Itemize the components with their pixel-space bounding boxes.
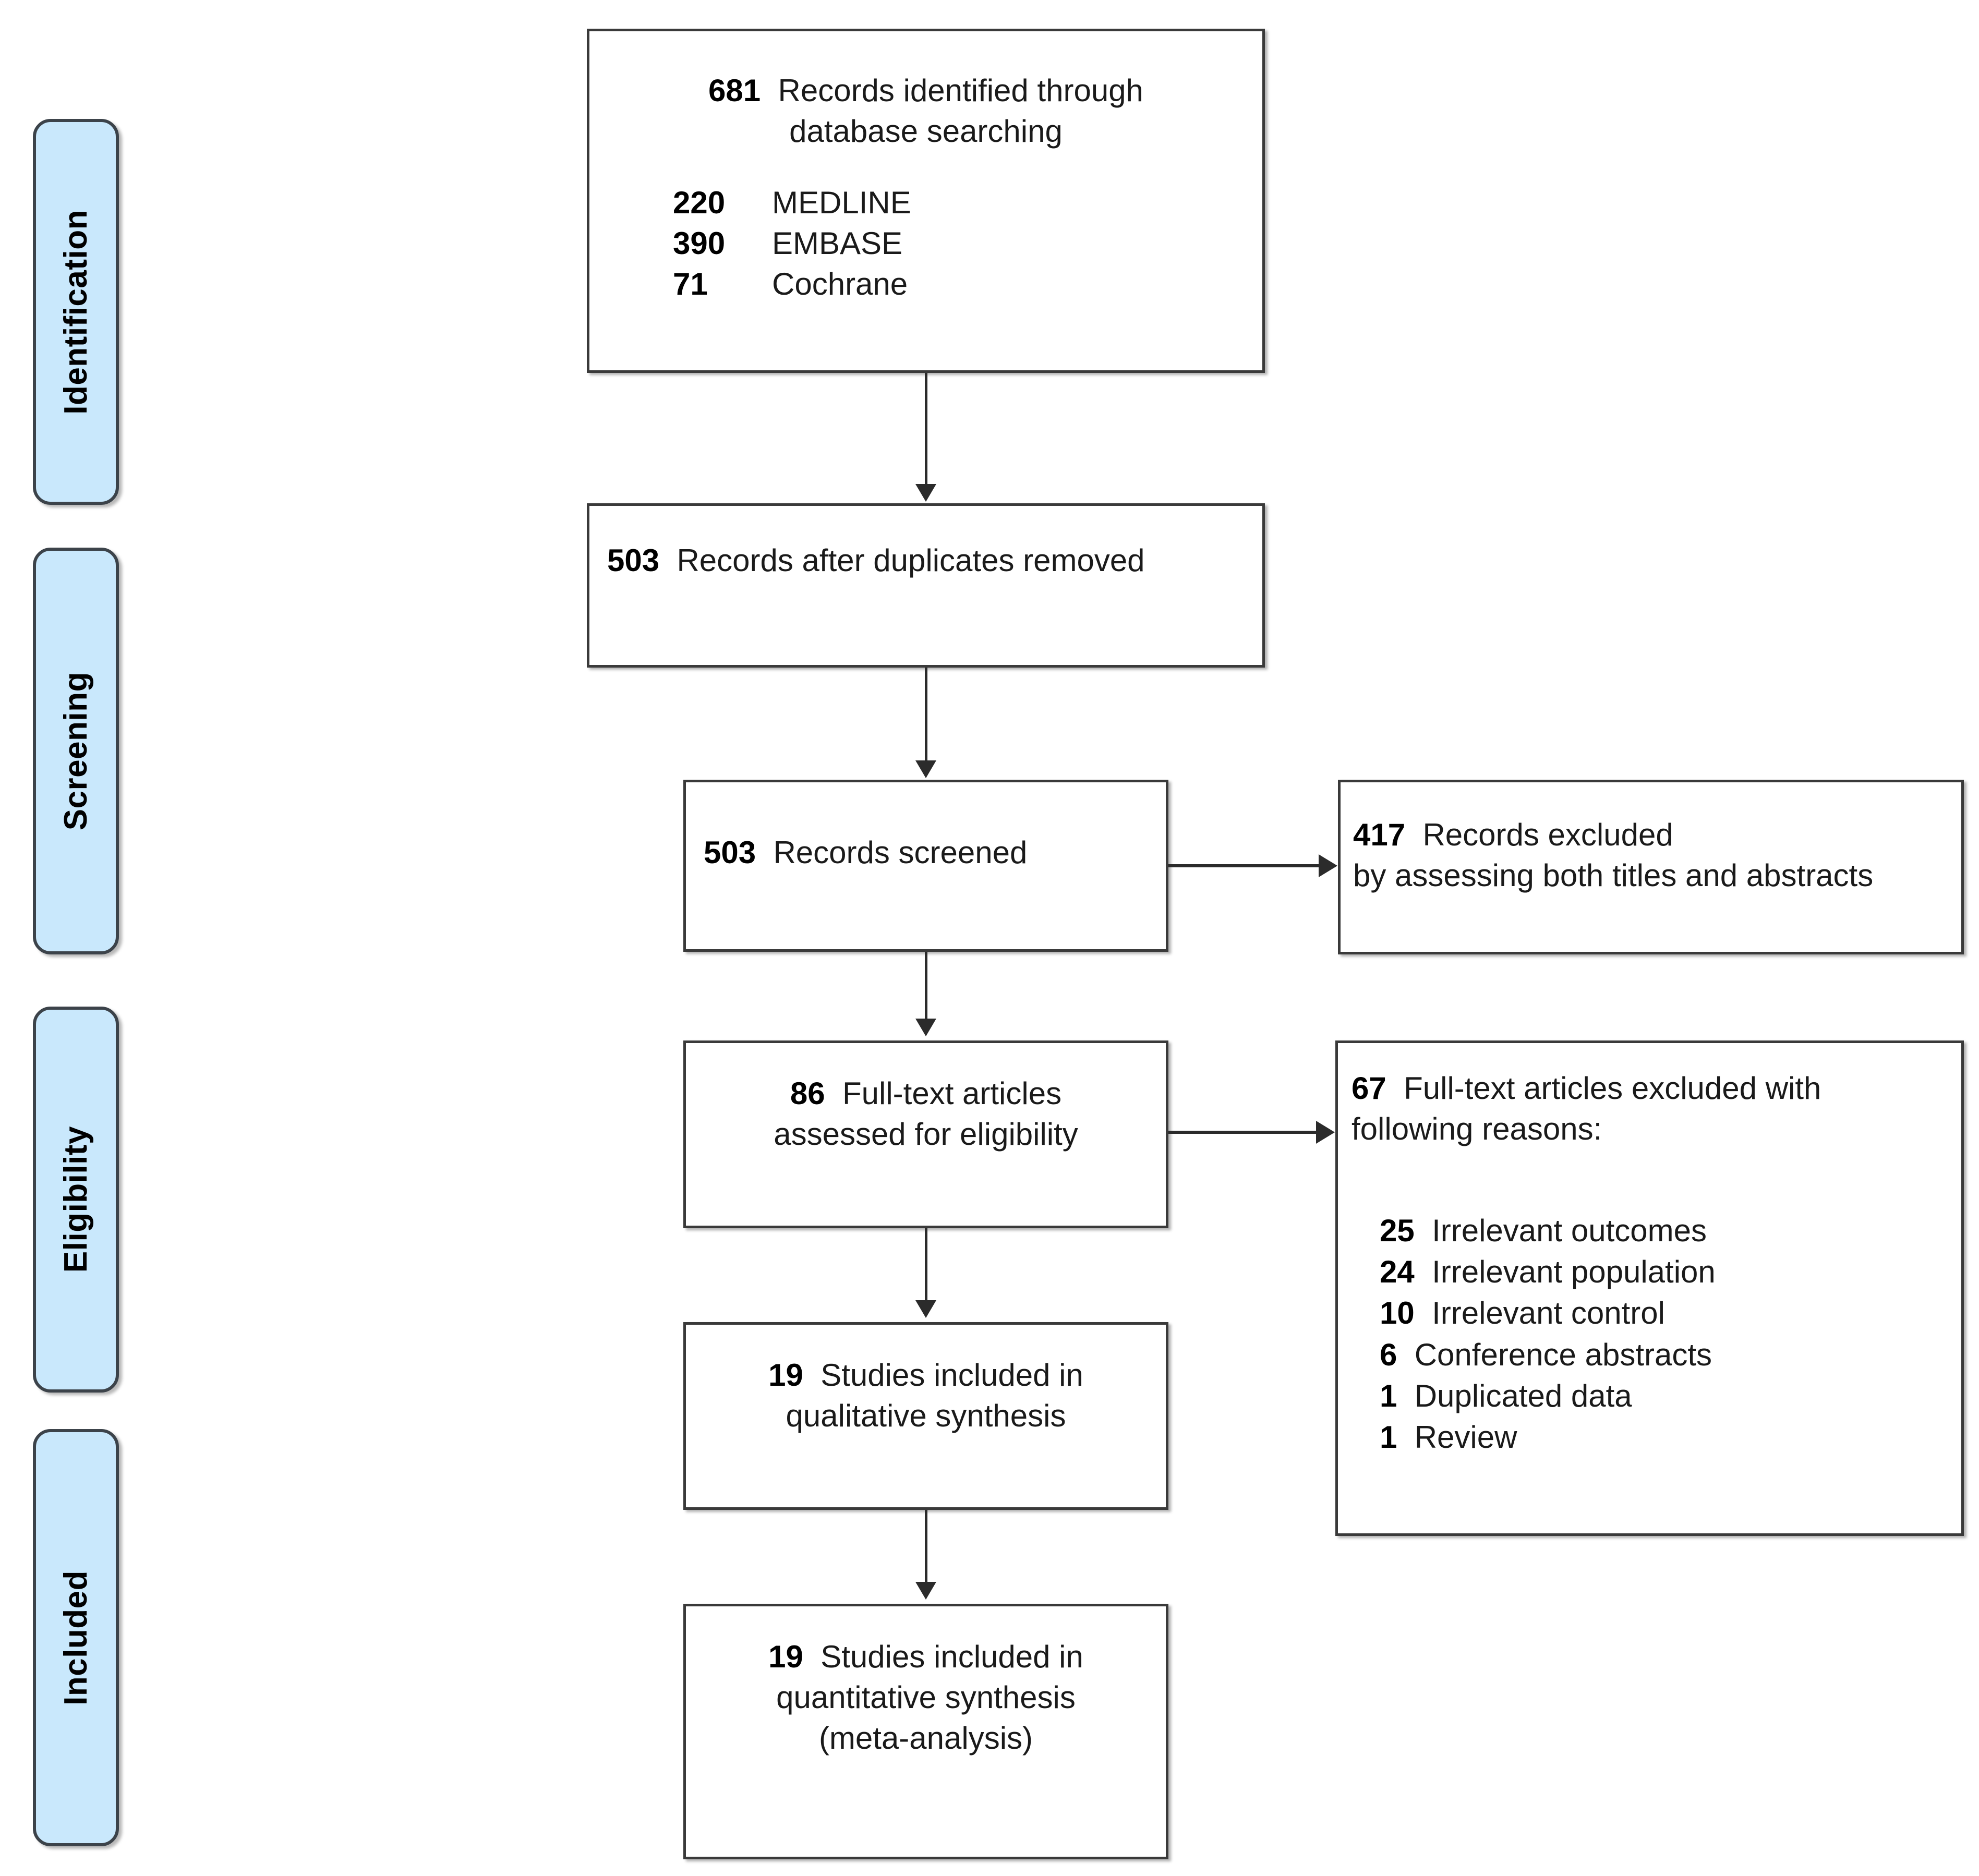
records-identified-line1: 681 Records identified through [607,70,1245,111]
box-fulltext-assessed: 86 Full-text articles assessed for eligi… [683,1040,1168,1228]
stage-pill-included: Included [33,1429,119,1846]
exclusion-reason-row: 6 Conference abstracts [1380,1334,1944,1375]
exclusion-reason-row: 1 Review [1380,1417,1944,1458]
source-label-embase: EMBASE [772,226,903,261]
records-excluded-count: 417 [1353,817,1414,852]
fulltext-excluded-count: 67 [1351,1071,1395,1106]
exclusion-reason-count: 6 [1380,1337,1406,1372]
arrowhead-identified-to-duplicates [915,484,936,502]
exclusion-reason-count: 1 [1380,1419,1406,1455]
connector-screened-to-fulltext [925,952,927,1020]
box-records-after-duplicates: 503 Records after duplicates removed [587,503,1265,668]
arrowhead-qualitative-to-quantitative [915,1582,936,1600]
exclusion-reason-row: 24 Irrelevant population [1380,1251,1944,1292]
records-excluded-line1: 417 Records excluded [1353,815,1949,855]
source-label-medline: MEDLINE [772,185,911,220]
connector-fulltext-to-excluded [1168,1131,1317,1134]
exclusion-reason-count: 10 [1380,1296,1423,1331]
stage-label-eligibility: Eligibility [57,1126,94,1273]
quantitative-text: Studies included in [820,1639,1083,1674]
exclusion-reason-label: Conference abstracts [1414,1337,1712,1372]
fulltext-excluded-text: Full-text articles excluded with [1404,1071,1821,1106]
records-excluded-text: Records excluded [1422,817,1673,852]
records-screened-line1: 503 Records screened [704,832,1148,873]
connector-duplicates-to-screened [925,668,927,761]
qualitative-line1: 19 Studies included in [704,1355,1148,1396]
qualitative-line2: qualitative synthesis [786,1398,1066,1433]
records-identified-text: Records identified through [778,73,1143,108]
arrowhead-fulltext-to-excluded [1316,1121,1335,1144]
quantitative-line2: quantitative synthesis [776,1680,1076,1715]
source-count-cochrane: 71 [673,267,708,301]
fulltext-assessed-count: 86 [790,1076,834,1111]
fulltext-assessed-line2: assessed for eligibility [774,1117,1078,1152]
qualitative-count: 19 [768,1358,812,1393]
stage-pill-screening: Screening [33,548,119,954]
source-count-embase: 390 [673,226,726,261]
arrowhead-screened-to-fulltext [915,1019,936,1036]
stage-label-screening: Screening [57,671,94,831]
connector-fulltext-to-qualitative [925,1228,927,1301]
exclusion-reason-row: 25 Irrelevant outcomes [1380,1210,1944,1251]
quantitative-line1: 19 Studies included in [704,1637,1148,1677]
arrowhead-screened-to-excluded [1319,854,1337,877]
exclusion-reason-label: Irrelevant population [1432,1254,1716,1290]
box-quantitative-synthesis: 19 Studies included in quantitative synt… [683,1604,1168,1859]
source-row-medline: 220 MEDLINE [673,183,1245,223]
quantitative-count: 19 [768,1639,812,1674]
fulltext-assessed-line1: 86 Full-text articles [704,1073,1148,1114]
connector-qualitative-to-quantitative [925,1510,927,1583]
box-records-excluded: 417 Records excluded by assessing both t… [1338,780,1964,954]
exclusion-reason-row: 10 Irrelevant control [1380,1292,1944,1334]
records-screened-count: 503 [704,835,765,870]
arrowhead-duplicates-to-screened [915,760,936,778]
stage-pill-eligibility: Eligibility [33,1007,119,1393]
exclusion-reason-count: 24 [1380,1254,1423,1290]
stage-label-identification: Identification [57,209,94,415]
stage-label-included: Included [57,1570,94,1705]
exclusion-reason-label: Irrelevant outcomes [1432,1213,1707,1248]
records-identified-line2: database searching [789,114,1063,149]
exclusion-reason-count: 25 [1380,1213,1423,1248]
records-screened-text: Records screened [773,835,1028,870]
records-excluded-line2: by assessing both titles and abstracts [1353,858,1874,893]
qualitative-text: Studies included in [820,1358,1083,1393]
source-row-embase: 390 EMBASE [673,223,1245,264]
box-qualitative-synthesis: 19 Studies included in qualitative synth… [683,1322,1168,1510]
exclusion-reason-row: 1 Duplicated data [1380,1375,1944,1417]
source-count-medline: 220 [673,185,726,220]
exclusion-reason-list: 25 Irrelevant outcomes 24 Irrelevant pop… [1380,1210,1944,1458]
stage-pill-identification: Identification [33,119,119,505]
exclusion-reason-label: Review [1414,1419,1517,1455]
records-after-duplicates-count: 503 [607,543,668,578]
fulltext-excluded-line1: 67 Full-text articles excluded with [1351,1068,1948,1109]
records-after-duplicates-line1: 503 Records after duplicates removed [607,540,1245,581]
connector-identified-to-duplicates [925,373,927,485]
records-identified-count: 681 [708,73,769,108]
exclusion-reason-count: 1 [1380,1378,1406,1413]
box-records-identified: 681 Records identified through database … [587,29,1265,373]
source-breakdown-list: 220 MEDLINE 390 EMBASE 71 Cochrane [673,183,1245,305]
exclusion-reason-label: Duplicated data [1414,1378,1632,1413]
exclusion-reason-label: Irrelevant control [1432,1296,1665,1331]
connector-screened-to-excluded [1168,864,1320,867]
source-label-cochrane: Cochrane [772,267,908,301]
box-fulltext-excluded: 67 Full-text articles excluded with foll… [1335,1040,1964,1536]
source-row-cochrane: 71 Cochrane [673,264,1245,305]
arrowhead-fulltext-to-qualitative [915,1300,936,1318]
fulltext-excluded-line2: following reasons: [1351,1111,1602,1146]
records-after-duplicates-text: Records after duplicates removed [677,543,1145,578]
box-records-screened: 503 Records screened [683,780,1168,952]
fulltext-assessed-text: Full-text articles [842,1076,1062,1111]
quantitative-line3: (meta-analysis) [818,1721,1033,1756]
